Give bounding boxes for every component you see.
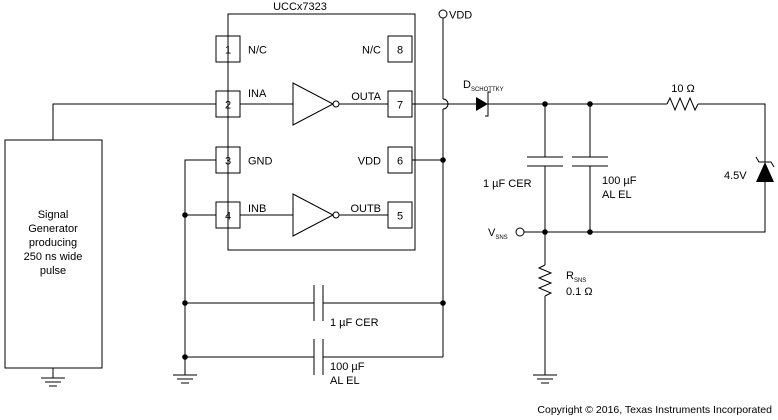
pin-6-label: VDD [358, 156, 381, 168]
inverter-a-icon [240, 82, 388, 126]
resistor-rsns-icon [537, 264, 553, 297]
zener-diode-icon [755, 156, 775, 182]
sig-gen-line-2: Generator [28, 223, 78, 235]
vsns-terminal-icon [515, 227, 525, 237]
rsns-label-main: R [566, 270, 574, 282]
pin-1-number: 1 [225, 45, 231, 57]
inverter-b-icon [240, 193, 388, 237]
junction-dot [440, 157, 446, 163]
pin-7-label: OUTA [351, 91, 381, 103]
cap-1uf-bypass-label: 1 µF CER [330, 317, 379, 329]
pin-3-label: GND [248, 156, 273, 168]
sig-gen-line-5: pulse [40, 265, 66, 277]
signal-generator-label: Signal Generator producing 250 ns wide p… [24, 209, 83, 277]
cap-100uf-output-label-2: AL EL [602, 189, 632, 201]
vdd-terminal-icon [438, 9, 448, 19]
sig-gen-line-4: 250 ns wide [24, 251, 83, 263]
cap-100uf-output-label-1: 100 µF [602, 175, 637, 187]
resistor-10-ohm-icon [666, 96, 699, 112]
pin-1: 1 N/C [215, 35, 267, 63]
wire-zener-to-bottom [545, 182, 766, 233]
rsns-value-label: 0.1 Ω [566, 286, 593, 298]
wire-siggen-to-ina [52, 103, 216, 140]
wire-resistor-to-zener [698, 103, 766, 162]
diode-label: DSCHOTTKY [463, 79, 504, 93]
pin-5-label: OUTB [350, 203, 381, 215]
ic-body [227, 13, 416, 251]
junction-dot [587, 229, 593, 235]
copyright-text: Copyright © 2016, Texas Instruments Inco… [537, 404, 772, 416]
zener-label: 4.5V [724, 170, 747, 182]
pin-8-label: N/C [362, 45, 381, 57]
pin-6: 6 VDD [358, 146, 413, 174]
sig-gen-line-1: Signal [38, 209, 69, 221]
pin-7-number: 7 [397, 100, 403, 112]
pin-2-number: 2 [225, 100, 231, 112]
cap-100uf-bypass-label-2: AL EL [330, 375, 360, 387]
pin-8: 8 N/C [362, 35, 413, 63]
cap-1uf-output-label: 1 µF CER [483, 178, 532, 190]
pin-1-label: N/C [248, 45, 267, 57]
vdd-terminal-label: VDD [449, 10, 472, 22]
ground-icon [173, 374, 197, 384]
vsns-label: VSNS [488, 227, 508, 241]
wire-gnd-bus [184, 159, 216, 375]
rsns-label-sub: SNS [574, 278, 586, 284]
junction-dot [182, 212, 188, 218]
vsns-label-main: V [488, 227, 496, 239]
pin-4-label: INB [248, 203, 266, 215]
pin-8-number: 8 [397, 45, 403, 57]
pin-6-number: 6 [397, 156, 403, 168]
pin-2: 2 INA [215, 88, 267, 118]
vsns-label-sub: SNS [495, 235, 507, 241]
sig-gen-line-3: producing [29, 237, 77, 249]
cap-100uf-bypass-label-1: 100 µF [330, 361, 365, 373]
ground-icon [41, 377, 65, 387]
junction-dot [440, 300, 446, 306]
pin-4-number: 4 [225, 211, 231, 223]
pin-3-number: 3 [225, 156, 231, 168]
ic-name: UCCx7323 [273, 1, 327, 13]
ground-icon [533, 374, 557, 384]
diode-label-sub: SCHOTTKY [471, 87, 504, 93]
pin-3: 3 GND [215, 146, 273, 174]
pin-2-label: INA [248, 88, 267, 100]
rsns-label: RSNS [566, 270, 586, 284]
resistor-10-ohm-label: 10 Ω [671, 83, 695, 95]
diode-label-main: D [463, 79, 471, 91]
pin-5-number: 5 [397, 211, 403, 223]
